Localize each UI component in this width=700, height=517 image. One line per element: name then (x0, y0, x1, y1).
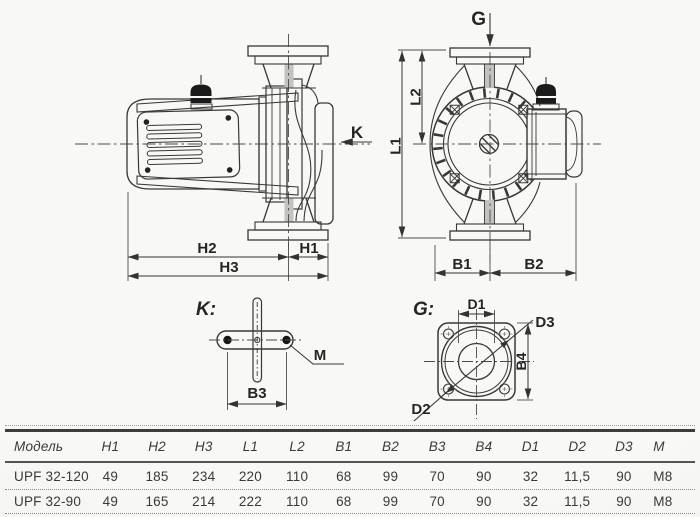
table-row: UPF 32-90 49 165 214 222 110 68 99 70 90… (5, 490, 695, 514)
dim-label-m: M (314, 347, 327, 364)
cell: 68 (336, 494, 352, 509)
cell-model: UPF 32-90 (14, 494, 82, 509)
cell: 90 (616, 468, 632, 484)
header-cell: D2 (568, 439, 587, 454)
cell: 70 (429, 494, 445, 509)
dim-label-b3: B3 (247, 385, 266, 402)
dim-label-l1: L1 (388, 137, 405, 155)
motor-face-panel (136, 109, 241, 180)
cell: 68 (336, 468, 352, 484)
dimensions-table: Модель H1 H2 H3 L1 L2 B1 B2 B3 B4 D1 D2 … (5, 429, 695, 514)
dim-label-l2: L2 (408, 88, 425, 106)
dim-label-b1: B1 (452, 256, 471, 273)
header-cell: Модель (14, 439, 64, 454)
dim-label-d2: D2 (411, 401, 430, 418)
header-cell: B2 (382, 439, 399, 454)
dim-label-h2: H2 (197, 240, 216, 257)
cell: 99 (382, 494, 399, 509)
cell: 220 (238, 468, 262, 484)
dim-label-d1: D1 (468, 296, 486, 312)
cell: 214 (192, 494, 216, 509)
dim-label-h1: H1 (299, 240, 318, 257)
cell: M8 (653, 494, 673, 509)
cell-model: UPF 32-120 (14, 468, 89, 484)
dim-label-b4: B4 (513, 352, 529, 370)
header-cell: H2 (148, 439, 166, 454)
header-cell: H3 (194, 439, 213, 454)
cell: 11,5 (564, 468, 591, 484)
header-cell: D3 (615, 439, 633, 454)
cell: 90 (476, 494, 492, 509)
detail-view-g (413, 309, 534, 422)
table-header-row: Модель H1 H2 H3 L1 L2 B1 B2 B3 B4 D1 D2 … (5, 432, 695, 463)
table-row: UPF 32-120 49 185 234 220 110 68 99 70 9… (5, 463, 695, 490)
detail-g-title: G: (413, 299, 434, 320)
cell: 11,5 (564, 494, 591, 509)
g-arrow-label: G (471, 9, 486, 30)
motor-vent-cap (190, 75, 213, 110)
header-cell: M (653, 439, 665, 454)
cell: 32 (522, 468, 539, 484)
side-view (75, 34, 372, 281)
header-cell: H1 (101, 439, 120, 454)
header-cell: L2 (289, 439, 305, 454)
detail-k-title: K: (196, 299, 216, 320)
header-cell: D1 (521, 439, 540, 454)
dim-label-d3: D3 (535, 314, 554, 331)
header-cell: L1 (242, 439, 259, 454)
cell: 49 (102, 468, 119, 484)
cell: 49 (102, 494, 119, 509)
cell: 185 (145, 468, 169, 484)
cell: 90 (616, 494, 632, 509)
header-cell: B3 (428, 439, 446, 454)
cell: 234 (192, 468, 216, 484)
k-arrow-label: K (351, 123, 364, 142)
dim-label-h3: H3 (219, 259, 238, 276)
cell: 90 (476, 468, 492, 484)
cell: 222 (238, 494, 262, 509)
front-view (398, 13, 601, 281)
cell: 99 (382, 468, 399, 484)
cell: 70 (429, 468, 445, 484)
dim-label-b2: B2 (524, 256, 543, 273)
motor-grille (146, 123, 203, 166)
detail-view-k (209, 297, 344, 410)
cell: 110 (286, 468, 309, 484)
header-cell: B1 (335, 439, 353, 454)
cell: 165 (145, 494, 169, 509)
table-top-dotted-rule (5, 425, 695, 426)
cell: 110 (286, 494, 309, 509)
header-cell: B4 (475, 439, 493, 454)
cell: M8 (653, 468, 673, 484)
drawing-svg: H2 H1 H3 K (75, 9, 601, 422)
cell: 32 (522, 494, 539, 509)
